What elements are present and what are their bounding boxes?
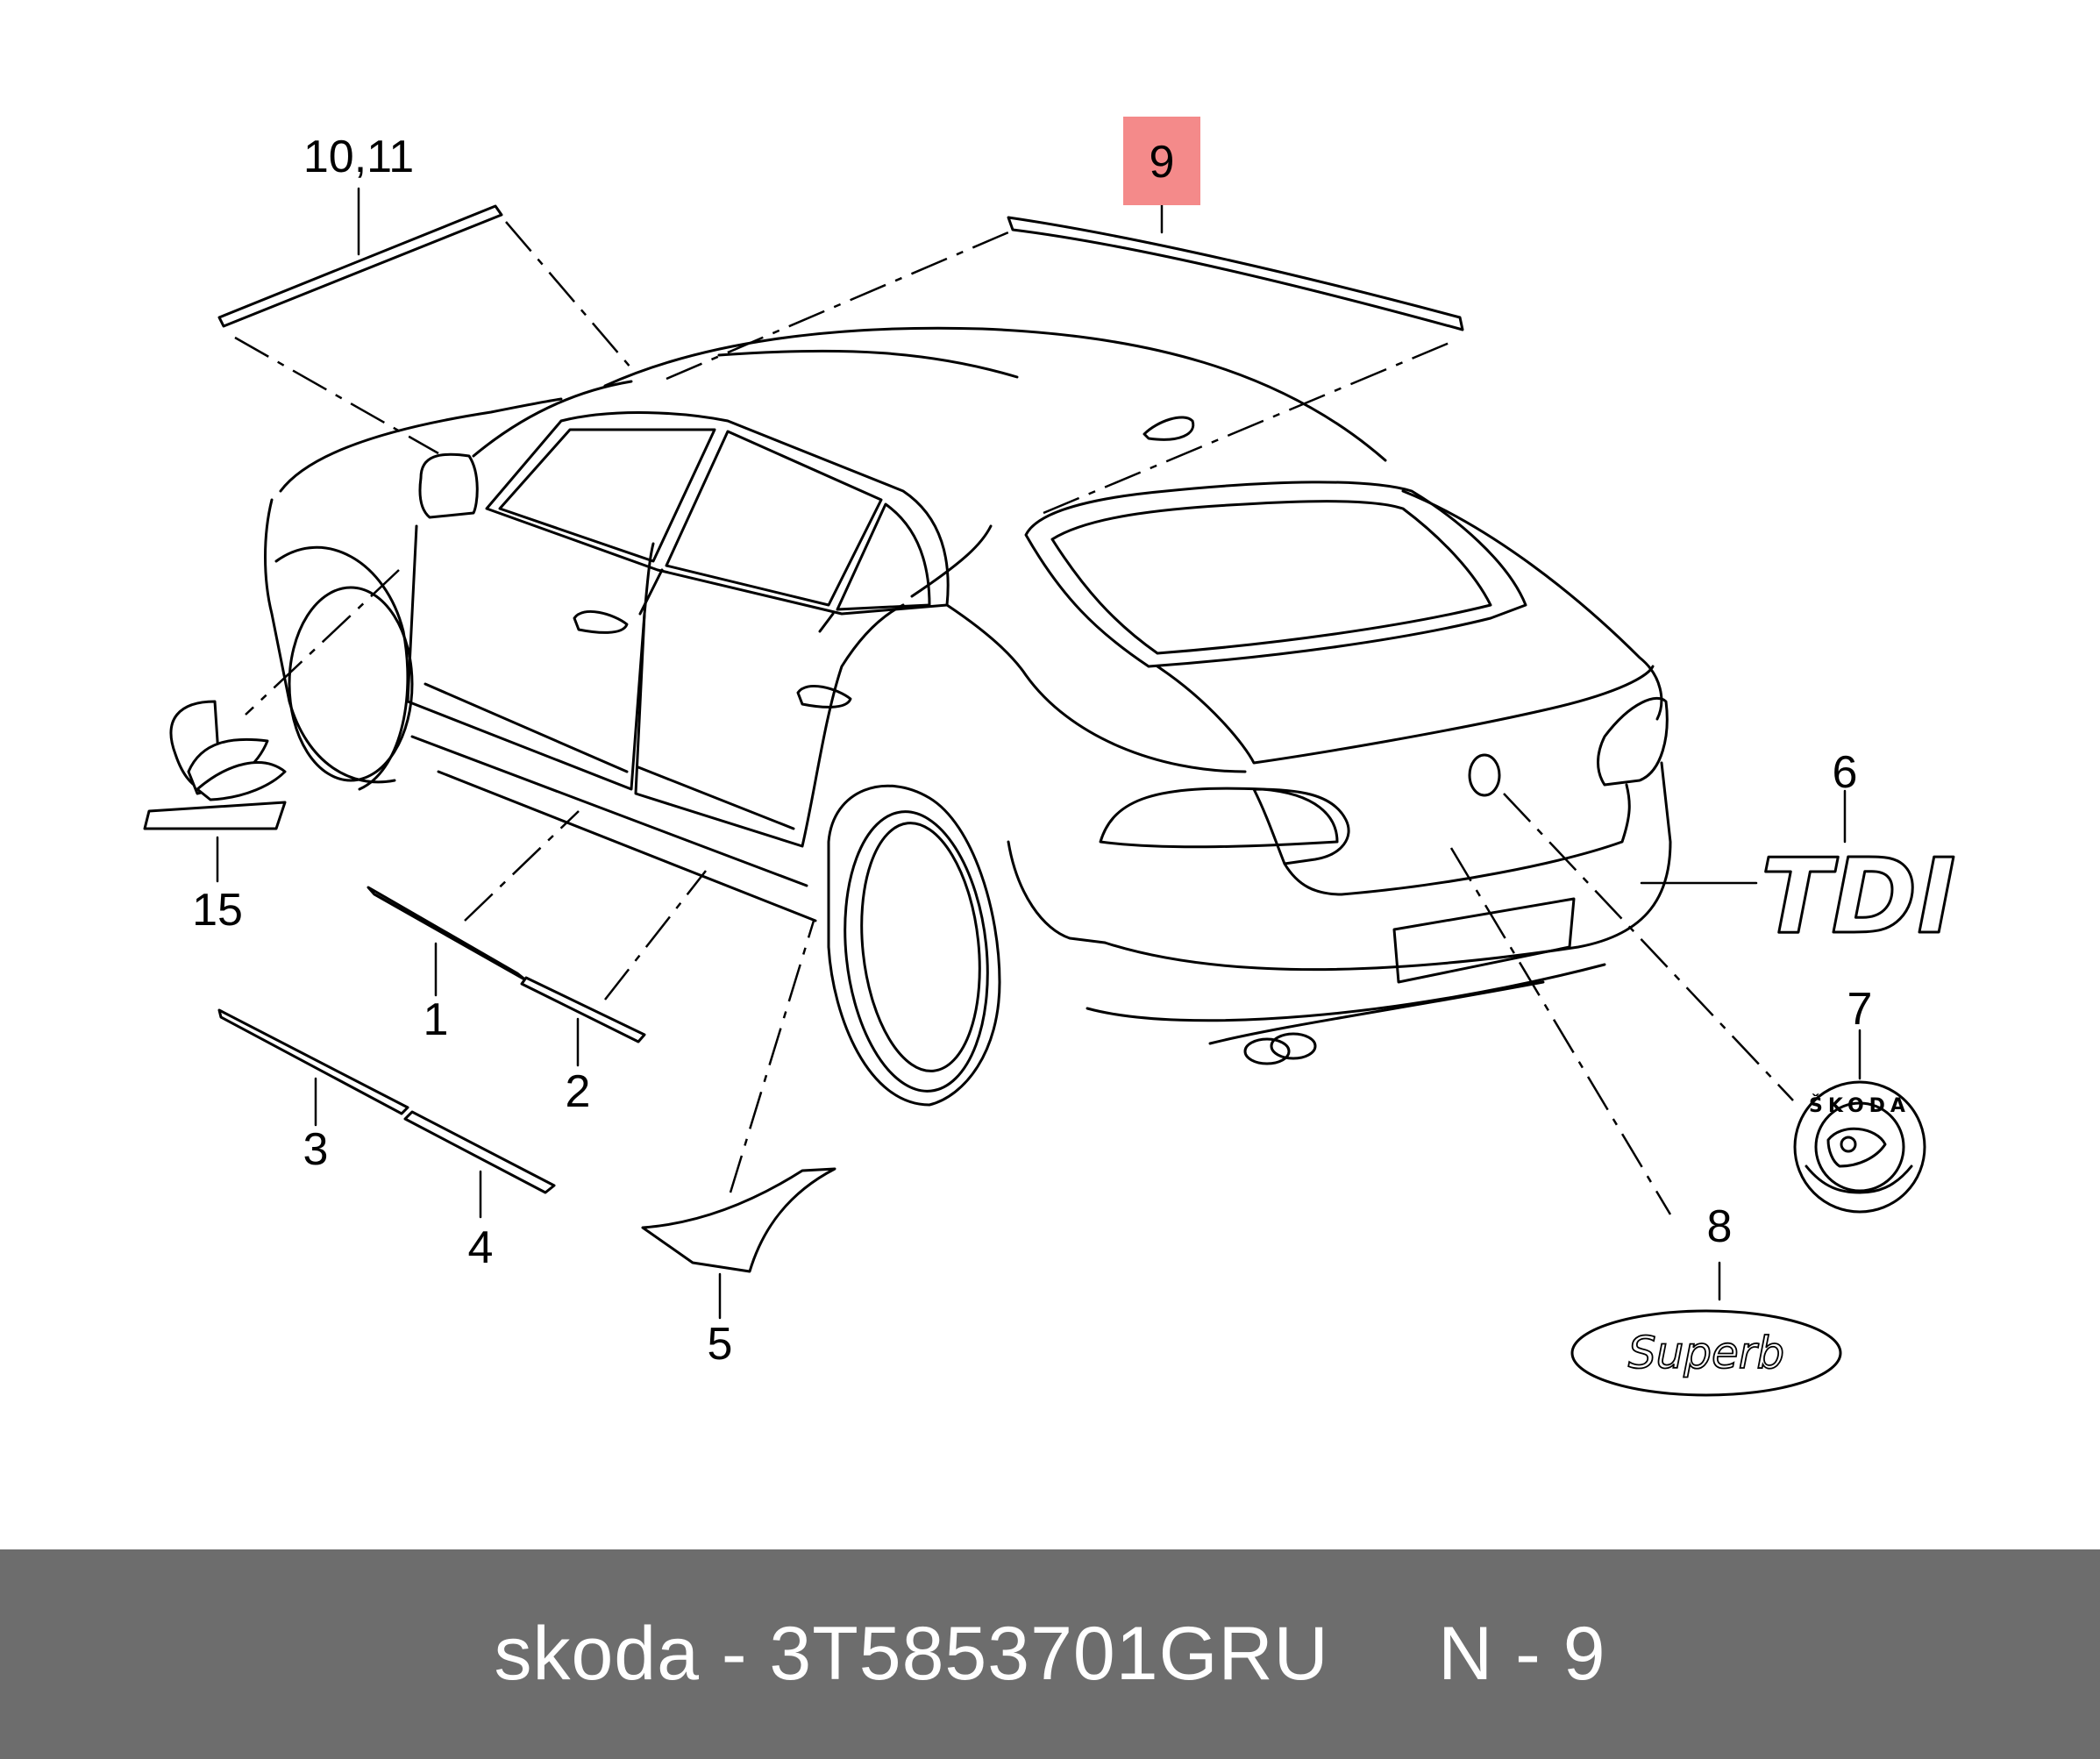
leader-lines: [216, 187, 1862, 1320]
part-9-roof-strip: [1007, 216, 1464, 331]
callout-15: 15: [192, 885, 243, 936]
callout-8: 8: [1707, 1201, 1733, 1252]
part-5-trim: [641, 1167, 836, 1273]
callout-1: 1: [424, 994, 449, 1045]
footer-separator: -: [699, 1612, 770, 1696]
callout-4: 4: [468, 1222, 494, 1273]
skoda-emblem-text: ŠKODA: [1809, 1094, 1911, 1117]
footer-gap: [1329, 1611, 1438, 1698]
callout-3: 3: [303, 1124, 329, 1175]
part-15-badge: [143, 700, 287, 830]
part-4-strip: [403, 1110, 556, 1194]
callout-5: 5: [708, 1319, 733, 1370]
footer-part-number: 3T5853701GRU: [769, 1612, 1329, 1696]
highlight-box: [1123, 117, 1200, 205]
footer-caption: skoda - 3T5853701GRU N - 9: [0, 1549, 2100, 1759]
part-2-strip: [520, 976, 646, 1043]
part-1-strip: [367, 886, 528, 982]
callout-7: 7: [1847, 984, 1873, 1035]
callout-labels: 9 10,11 1 2 3 4 5 6 7 8 15: [192, 132, 1872, 1370]
part-3-strip: [217, 1008, 409, 1115]
footer-brand: skoda: [494, 1612, 700, 1696]
part-10-11-strip: [217, 204, 503, 328]
callout-6: 6: [1833, 747, 1858, 798]
tdi-badge: TDI: [1760, 835, 1957, 958]
parts-diagram: TDI ŠKODA Superb 9 10,11 1 2 3 4 5 6 7 8…: [143, 117, 1957, 1397]
callout-2: 2: [566, 1066, 591, 1117]
footer-position: N - 9: [1438, 1612, 1606, 1696]
car-illustration: [264, 326, 1672, 1107]
callout-9: 9: [1150, 137, 1175, 188]
superb-badge: Superb: [1570, 1309, 1842, 1397]
skoda-emblem: ŠKODA: [1793, 1080, 1926, 1214]
footer-bar: [0, 1549, 2100, 1759]
superb-text: Superb: [1628, 1328, 1784, 1378]
callout-10-11: 10,11: [303, 132, 414, 182]
tdi-text: TDI: [1761, 836, 1955, 957]
